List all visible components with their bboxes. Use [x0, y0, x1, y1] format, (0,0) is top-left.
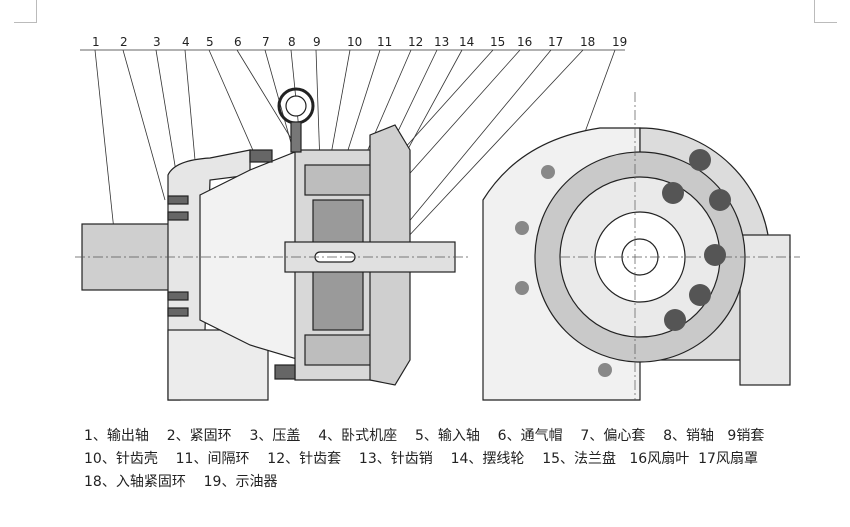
legend-item: 4、卧式机座 — [318, 428, 398, 444]
legend-item: 16风扇叶 — [629, 451, 690, 467]
part-number-15: 15 — [490, 35, 505, 49]
part-number-10: 10 — [347, 35, 362, 49]
part-number-18: 18 — [580, 35, 595, 49]
legend-item: 8、销轴 — [663, 428, 715, 444]
legend-item: 13、针齿销 — [358, 451, 433, 467]
legend-item: 12、针齿套 — [267, 451, 342, 467]
legend-item: 14、摆线轮 — [450, 451, 525, 467]
part-number-7: 7 — [262, 35, 270, 49]
legend-item: 19、示油器 — [203, 474, 278, 490]
legend-item: 2、紧固环 — [166, 428, 232, 444]
legend-item: 10、针齿壳 — [84, 451, 158, 467]
part-number-19: 19 — [612, 35, 627, 49]
part-number-1: 1 — [92, 35, 100, 49]
legend-item: 7、偏心套 — [580, 428, 646, 444]
crop-mark-top-right — [814, 0, 837, 23]
part-number-13: 13 — [434, 35, 449, 49]
side-section-view — [75, 87, 470, 401]
legend-line-1: 1、输出轴 2、紧固环 3、压盖 4、卧式机座 5、输入轴 6、通气帽 7、偏心… — [84, 425, 764, 445]
leader-line-5 — [208, 49, 256, 156]
part-number-16: 16 — [517, 35, 532, 49]
leader-line-18 — [404, 49, 584, 241]
leader-line-16 — [394, 49, 521, 191]
leader-line-17 — [401, 49, 552, 231]
legend-item: 18、入轴紧固环 — [84, 474, 186, 490]
legend-item: 3、压盖 — [249, 428, 301, 444]
part-number-14: 14 — [459, 35, 474, 49]
legend-item: 15、法兰盘 — [542, 451, 617, 467]
part-number-12: 12 — [408, 35, 423, 49]
leader-line-10 — [329, 49, 351, 161]
part-number-11: 11 — [377, 35, 392, 49]
end-view — [482, 92, 800, 401]
leader-line-9 — [315, 49, 321, 166]
part-number-6: 6 — [234, 35, 242, 49]
part-number-8: 8 — [288, 35, 296, 49]
leader-line-12 — [359, 49, 412, 169]
legend-item: 11、间隔环 — [175, 451, 250, 467]
legend-item: 5、输入轴 — [414, 428, 480, 444]
legend-item: 6、通气帽 — [497, 428, 563, 444]
legend-item: 1、输出轴 — [84, 428, 149, 444]
leader-line-6 — [236, 49, 293, 141]
leader-line-2 — [122, 49, 166, 201]
part-number-3: 3 — [153, 35, 161, 49]
part-number-9: 9 — [313, 35, 321, 49]
legend-line-2: 10、针齿壳 11、间隔环 12、针齿套 13、针齿销 14、摆线轮 15、法兰… — [84, 448, 758, 468]
part-number-17: 17 — [548, 35, 563, 49]
part-number-2: 2 — [120, 35, 128, 49]
pin-holes — [662, 149, 731, 331]
legend-line-3: 18、入轴紧固环 19、示油器 — [84, 471, 277, 491]
part-number-4: 4 — [182, 35, 190, 49]
legend-item: 17风扇罩 — [698, 451, 758, 467]
crop-mark-top-left — [14, 0, 37, 23]
part-number-5: 5 — [206, 35, 214, 49]
legend-item: 9销套 — [727, 428, 765, 444]
leader-line-1 — [94, 49, 116, 241]
